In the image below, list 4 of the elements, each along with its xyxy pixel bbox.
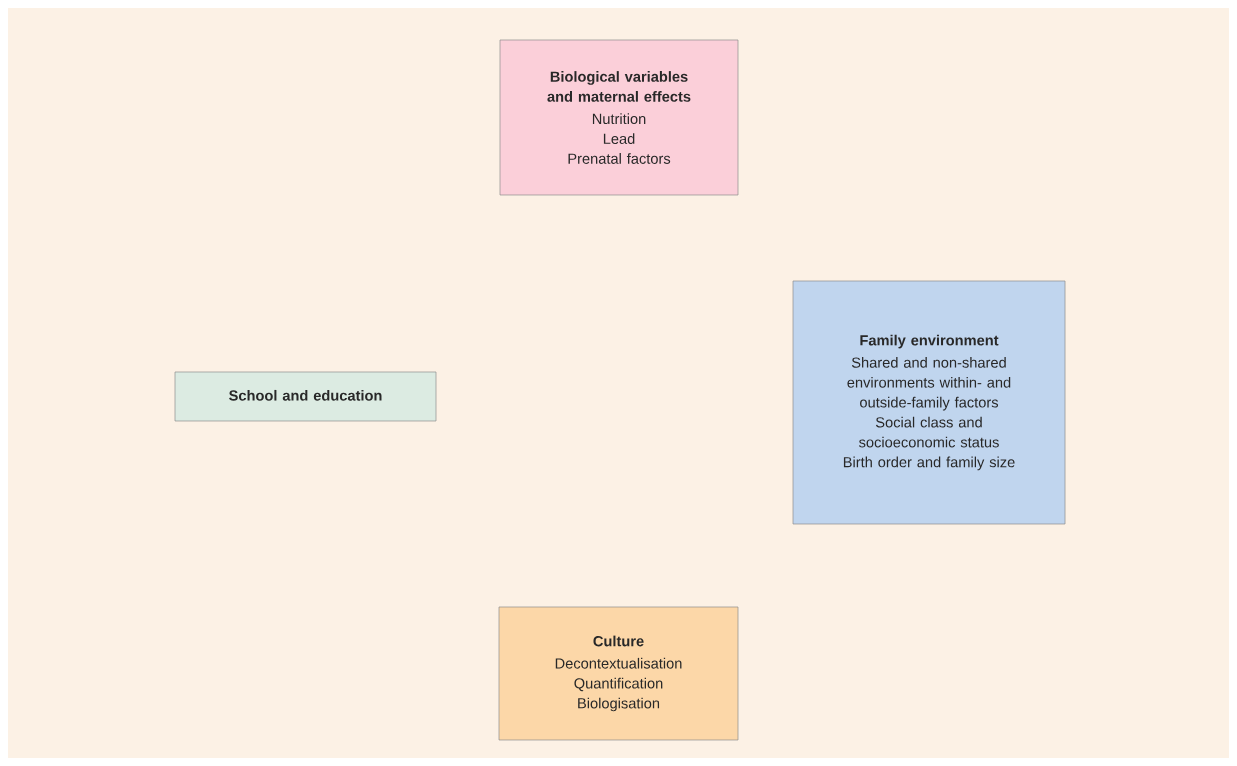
factor-box: School and education	[174, 371, 437, 422]
factor-box: Biological variables and maternal effects Nutrition Lead Prenatal factors	[499, 39, 739, 196]
factor-box: Culture Decontextualisation Quantification Biologisation	[498, 606, 739, 741]
factor-box: Family environment Shared and non-shared environments within- and outside-family factors Social class and socioeconomic status Birth order and family size	[792, 280, 1066, 525]
